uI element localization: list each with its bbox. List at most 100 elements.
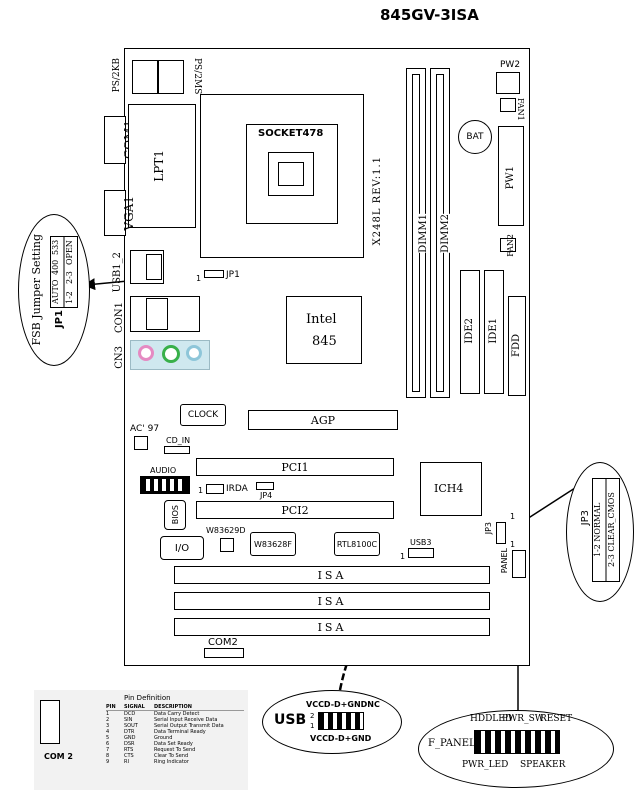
panel-callout-hddled: HDDLED <box>470 714 513 724</box>
jp1-label: JP1 <box>226 270 240 280</box>
isa-slot-3: ISA <box>174 618 490 636</box>
jp1-row2-col2: 2-3 <box>64 271 74 285</box>
panel-callout-header-drawing <box>474 730 560 754</box>
isa-slot-2-label: ISA <box>317 594 347 608</box>
clock-label: CLOCK <box>187 410 219 420</box>
isa-slot-1: ISA <box>174 566 490 584</box>
usb-callout-top-pins: VCCD-D+GNDNC <box>306 700 380 709</box>
usb3-label: USB3 <box>410 538 432 547</box>
ps2ms-label: PS/2MS <box>192 58 202 95</box>
com2-pin-cell: 7 <box>106 747 110 753</box>
com2-pin-row: 1 DCD Data Carry Detect <box>106 711 244 717</box>
com2-callout-label: COM 2 <box>44 752 73 761</box>
com2-pin-cell: CTS <box>124 753 134 759</box>
pw2-connector <box>496 72 520 94</box>
com2-pin-cell: 2 <box>106 717 110 723</box>
com2-pin-cell: Data Terminal Ready <box>154 729 206 735</box>
jp1-row1-col1: AUTO <box>51 280 60 305</box>
clock-chip: CLOCK <box>180 404 226 426</box>
com2-pin-cell: Data Set Ready <box>154 741 193 747</box>
socket-label: SOCKET478 <box>258 128 324 139</box>
audio-label: AUDIO <box>150 466 177 475</box>
com2-pin-row: 4 DTR Data Terminal Ready <box>106 729 244 735</box>
com2-pin-cell: DTR <box>124 729 135 735</box>
com2-col-pin: PIN <box>106 704 116 710</box>
com2-pin-cell: Data Carry Detect <box>154 711 200 717</box>
w83629d-label: W83629D <box>206 526 246 535</box>
fan2-label: FAN2 <box>506 234 515 257</box>
panel-header <box>512 550 526 578</box>
fan2-header <box>500 238 516 252</box>
fdd-connector <box>508 296 526 396</box>
com2-pin-cell: 4 <box>106 729 110 735</box>
bios-chip: BIOS <box>164 500 186 530</box>
jp1-pin-one: 1 <box>196 274 202 283</box>
w83629d-chip <box>220 538 234 552</box>
intel-label: Intel <box>306 312 337 327</box>
io-label: I/O <box>174 542 190 554</box>
lpt1-port <box>128 104 196 228</box>
pci2-slot: PCI2 <box>196 501 394 519</box>
jp3-row-clear-cmos: 2-3 CLEAR_CMOS <box>606 492 616 568</box>
jp1-callout-heading: FSB Jumper Setting <box>30 234 43 346</box>
com2-pin-cell: 1 <box>106 711 110 717</box>
com2-pin-cell: Serial Input Receive Data <box>154 717 218 723</box>
panel-callout-pwr-led: PWR_LED <box>462 760 509 770</box>
ps2kb-label: PS/2KB <box>112 58 122 93</box>
com2-pin-cell: DCD <box>124 711 136 717</box>
pci1-slot: PCI1 <box>196 458 394 476</box>
com2-callout-heading: Pin Definition <box>124 694 171 702</box>
ich4-label: ICH4 <box>434 482 464 495</box>
lpt1-label: LPT1 <box>152 150 166 182</box>
vga1-label: VGA1 <box>122 196 136 231</box>
audio-header-pins <box>146 479 186 491</box>
com2-pin-cell: Serial Output Transmit Data <box>154 723 224 729</box>
ide2-label: IDE2 <box>464 318 475 344</box>
ide2-connector <box>460 270 480 394</box>
rtl8100c-label: RTL8100C <box>336 539 378 549</box>
fan1-label: FAN1 <box>516 98 525 121</box>
jp4-label: JP4 <box>260 491 273 500</box>
ich4-chip <box>420 462 482 516</box>
irda-pin-one: 1 <box>198 486 204 495</box>
jp3-board-pin-one: 1 <box>510 512 516 521</box>
pw1-connector <box>498 126 524 226</box>
fdd-label: FDD <box>511 334 522 357</box>
jp1-row1-col2: 400 <box>51 259 60 276</box>
jp3-jumper <box>496 522 506 544</box>
irda-label: IRDA <box>226 484 248 494</box>
audio-jack-green-icon <box>162 345 180 363</box>
jp3-callout-bubble <box>566 462 634 602</box>
northbridge-chip <box>286 296 362 364</box>
usb-callout-name: USB <box>274 712 307 728</box>
pci2-label: PCI2 <box>281 503 309 517</box>
irda-header <box>206 484 224 494</box>
ac97-chip <box>134 436 148 450</box>
usb1-2-port-inner <box>146 254 162 280</box>
ac97-label: AC' 97 <box>130 424 160 434</box>
jp3-callout-table: 1-2 NORMAL 2-3 CLEAR_CMOS <box>592 478 620 582</box>
vga1-port <box>104 190 126 236</box>
panel-board-label: PANEL <box>500 548 509 574</box>
com2-pin-cell: DSR <box>124 741 135 747</box>
fan1-header <box>500 98 516 112</box>
com2-pin-cell: 3 <box>106 723 110 729</box>
pw2-label: PW2 <box>500 60 521 70</box>
panel-callout-speaker: SPEAKER <box>520 760 566 770</box>
audio-jack-blue-icon <box>186 345 202 361</box>
panel-callout-reset: RESET <box>540 714 573 724</box>
panel-callout-pwr-sw: PWR_SW <box>502 714 544 724</box>
bios-label: BIOS <box>170 505 180 525</box>
chipset-label: 845 <box>312 334 337 349</box>
com2-pin-cell: RI <box>124 759 129 765</box>
com2-pin-cell: Ring Indicator <box>154 759 189 765</box>
com2-pin-definition-panel <box>34 690 248 790</box>
ps2kb-port <box>132 60 158 94</box>
bat-label: BAT <box>466 132 484 142</box>
ide1-label: IDE1 <box>488 318 499 344</box>
